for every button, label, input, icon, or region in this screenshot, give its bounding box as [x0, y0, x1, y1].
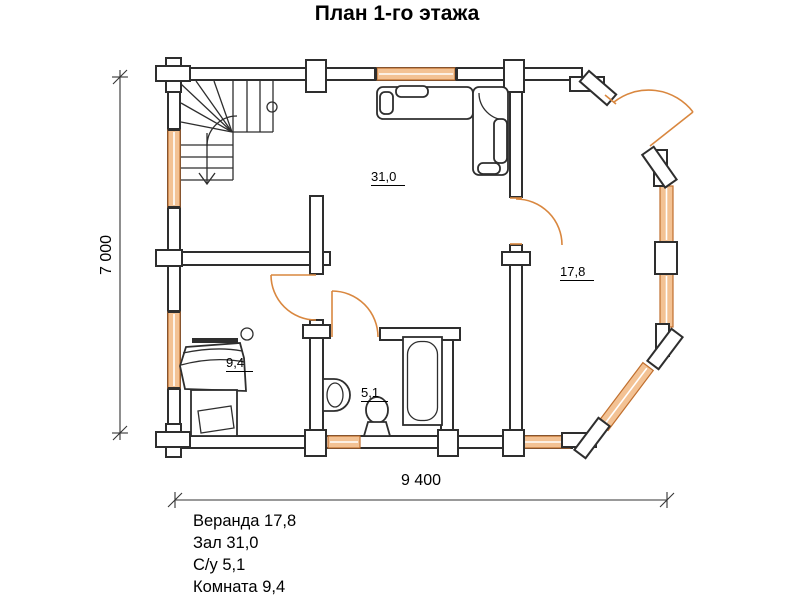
door-veranda-inner — [510, 197, 563, 246]
bed — [179, 338, 247, 437]
sink — [322, 378, 351, 412]
window — [327, 435, 361, 449]
newel-post — [266, 101, 278, 113]
legend: Веранда 17,8 Зал 31,0 С/у 5,1 Комната 9,… — [193, 510, 296, 598]
legend-item-room: Комната 9,4 — [193, 578, 286, 596]
room-area-veranda: 17,8 — [560, 265, 595, 281]
room-area-hall: 31,0 — [371, 170, 406, 186]
stair-direction-arrow — [198, 133, 216, 186]
staircase — [180, 80, 278, 186]
dimension-line-vertical — [112, 69, 128, 441]
room-area-bathroom: 5,1 — [361, 386, 389, 402]
window — [167, 310, 181, 390]
windows — [167, 67, 674, 449]
window — [374, 67, 458, 81]
bathtub — [402, 336, 443, 426]
corner-joint — [640, 145, 679, 189]
window — [659, 185, 674, 243]
dimension-height-label: 7 000 — [98, 234, 115, 276]
legend-item-veranda: Веранда 17,8 — [193, 512, 297, 530]
room-area-room: 9,4 — [226, 356, 254, 372]
legend-item-hall: Зал 31,0 — [193, 534, 259, 552]
door-veranda-entry — [604, 89, 694, 147]
corner-joint — [561, 416, 612, 460]
dimension-line-horizontal — [167, 492, 675, 508]
door-bathroom — [331, 290, 379, 338]
door-room — [270, 274, 317, 321]
dimension-width-label: 9 400 — [400, 472, 442, 489]
window — [167, 128, 181, 209]
doors — [270, 89, 694, 338]
interior-walls — [167, 79, 531, 437]
legend-item-bathroom: С/у 5,1 — [193, 556, 246, 574]
corner-joint — [645, 323, 685, 371]
corner-joint — [569, 69, 618, 107]
window — [596, 361, 655, 432]
corner-sofa — [376, 85, 509, 176]
window — [659, 273, 674, 328]
toilet — [362, 396, 392, 437]
corner-joint — [654, 241, 678, 275]
stool — [240, 327, 254, 341]
page-title: План 1-го этажа — [314, 2, 480, 25]
